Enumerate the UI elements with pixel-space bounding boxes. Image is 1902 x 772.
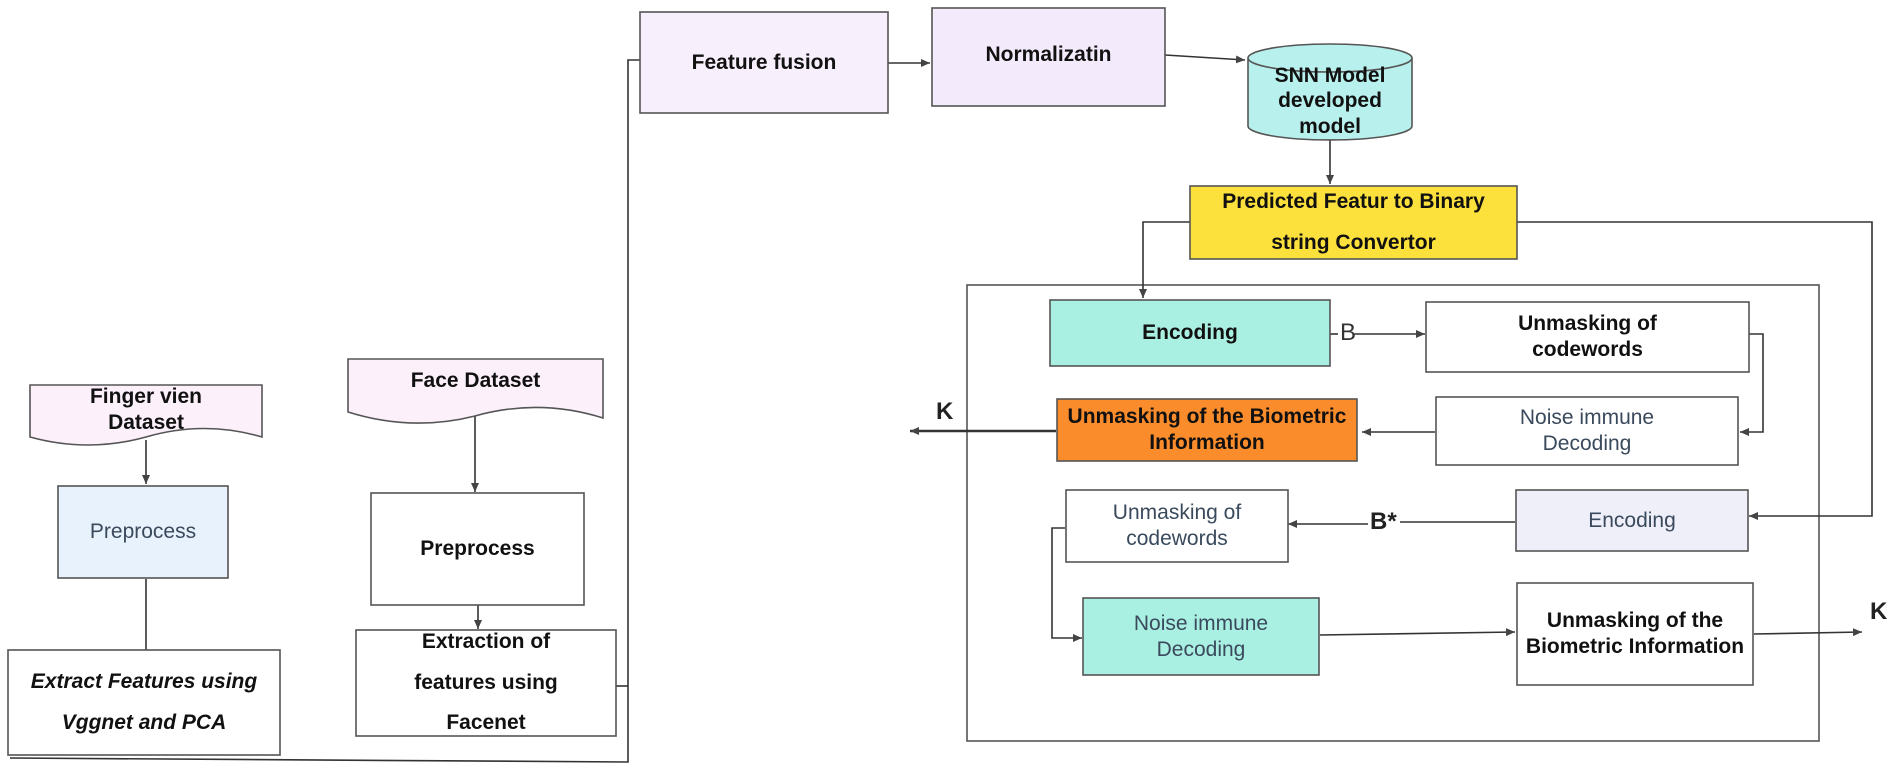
noise-decoding-bottom-label: Noise immune Decoding	[1133, 611, 1269, 661]
snn-model-cylinder	[1247, 43, 1413, 141]
unmasking-codewords-bottom-label: Unmasking of codewords	[1112, 501, 1242, 550]
normalization-label: Normalizatin	[985, 43, 1112, 66]
preprocess-finger-label: Preprocess	[89, 520, 197, 544]
predicted-convertor-label: Predicted Featur to Binary string Conver…	[1222, 189, 1485, 254]
noise-decoding-bottom-box	[1082, 597, 1320, 676]
edge-label-b-star: B*	[1370, 508, 1397, 535]
extract-facenet-box	[355, 629, 617, 737]
unmasking-codewords-top-label: Unmasking of codewords	[1518, 312, 1657, 361]
unmasking-biometric-bottom-box	[1516, 582, 1754, 686]
extract-facenet-label: Extraction of features using Facenet	[414, 629, 558, 735]
finger-dataset-label: Finger vien Dataset	[89, 385, 203, 434]
arrow-noise-to-biometric-bottom	[1319, 628, 1516, 637]
edge-label-k-left: K	[936, 398, 954, 425]
noise-decoding-top-label: Noise immune Decoding	[1519, 406, 1655, 455]
face-dataset-document	[347, 358, 604, 424]
connector-features-to-fusion	[9, 59, 640, 763]
unmasking-biometric-top-box	[1056, 398, 1358, 462]
face-dataset-label: Face Dataset	[410, 369, 541, 392]
feature-fusion-box	[639, 11, 889, 114]
snn-model-label: SNN Model developed model	[1274, 63, 1386, 138]
unmasking-biometric-bottom-label: Unmasking of the Biometric Information	[1525, 609, 1745, 658]
encoding-top-box	[1049, 299, 1331, 367]
normalization-box	[931, 7, 1166, 107]
extract-vggnet-label: Extract Features using Vggnet and PCA	[30, 669, 258, 734]
finger-dataset-document	[29, 384, 263, 446]
encoding-top-label: Encoding	[1142, 321, 1238, 345]
encoding-bottom-box	[1515, 489, 1749, 552]
unmasking-biometric-top-label: Unmasking of the Biometric Information	[1067, 405, 1347, 454]
noise-decoding-top-box	[1435, 396, 1739, 466]
arrow-normalization-to-snn	[1164, 54, 1246, 64]
arrow-biometric-to-k-right	[1753, 628, 1863, 637]
extract-vggnet-box	[7, 649, 281, 756]
unmasking-codewords-top-box	[1425, 301, 1750, 373]
preprocess-face-box	[370, 492, 585, 606]
encoding-bottom-label: Encoding	[1588, 508, 1676, 532]
arrow-codewords-to-noise-bottom	[1051, 527, 1082, 642]
arrow-convertor-to-encoding	[1139, 221, 1190, 298]
arrow-codewords-to-noise-decoding	[1740, 333, 1764, 436]
edge-label-b: B	[1340, 319, 1357, 346]
predicted-convertor-box	[1189, 185, 1518, 260]
processing-container	[966, 284, 1820, 742]
preprocess-finger-box	[57, 485, 229, 579]
edge-label-k-right: K	[1870, 598, 1888, 625]
arrow-convertor-to-encoding-bottom	[1517, 221, 1873, 520]
preprocess-face-label: Preprocess	[420, 537, 535, 561]
unmasking-codewords-bottom-box	[1065, 489, 1289, 563]
feature-fusion-label: Feature fusion	[691, 50, 837, 74]
